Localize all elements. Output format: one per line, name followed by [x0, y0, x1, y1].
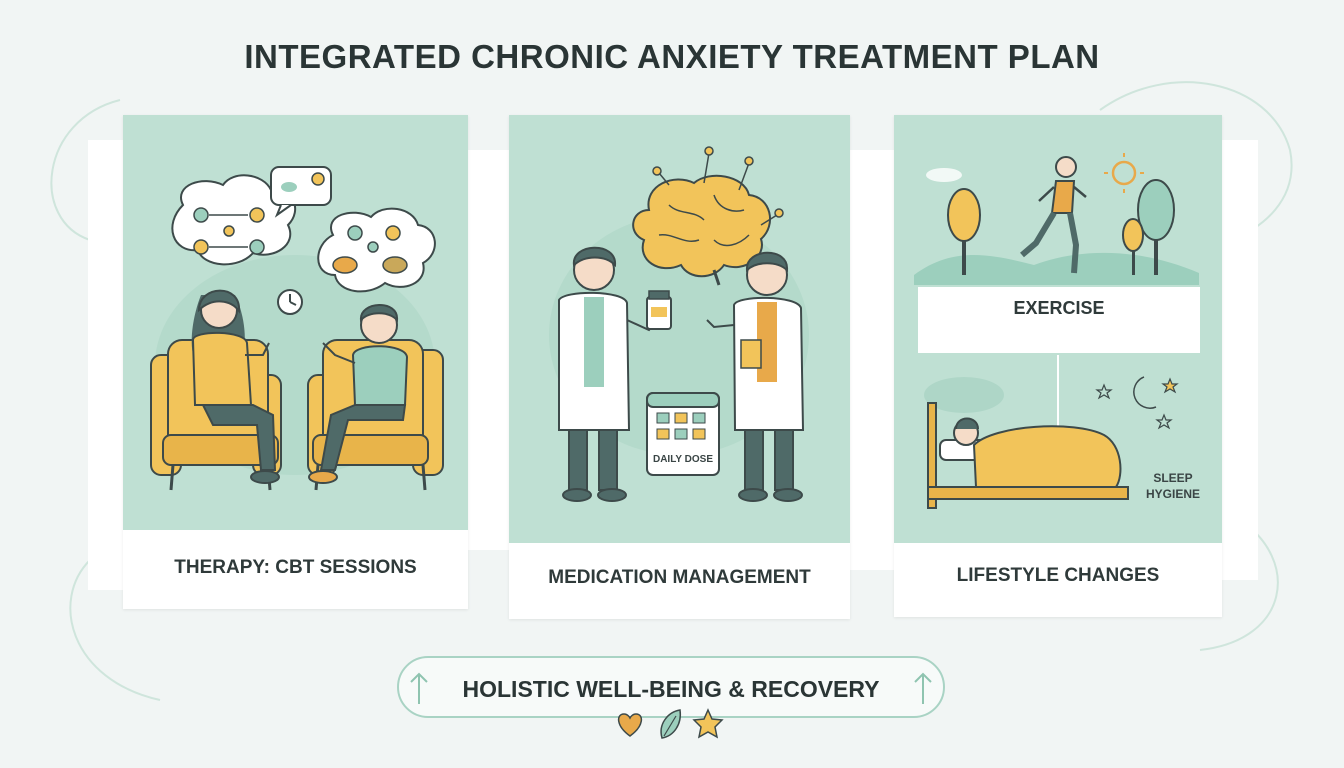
clock-icon: [277, 289, 303, 315]
therapy-illustration: [123, 115, 468, 530]
medication-label: MEDICATION MANAGEMENT: [548, 567, 811, 588]
therapist-woman: [191, 289, 280, 484]
medication-illustration: [509, 115, 850, 543]
therapy-label: THERAPY: CBT SESSIONS: [174, 557, 417, 578]
thought-bubble-left: [171, 174, 297, 266]
client-man: [308, 304, 409, 484]
sleep-label-line1: SLEEP: [1153, 471, 1193, 485]
sleep-label-line2: HYGIENE: [1145, 487, 1200, 501]
brain-icon: [632, 146, 784, 286]
runner: [1020, 156, 1087, 274]
page-title: INTEGRATED CHRONIC ANXIETY TREATMENT PLA…: [244, 38, 1100, 75]
doctor-left: [558, 246, 658, 502]
lifestyle-label: LIFESTYLE CHANGES: [956, 565, 1160, 586]
star-icon: [692, 708, 724, 739]
footer-icons: [617, 708, 724, 739]
leaf-icon: [660, 709, 682, 739]
calendar-icon: [646, 392, 720, 476]
heart-icon: [617, 713, 643, 737]
star-icon-small: [1095, 377, 1179, 430]
lifestyle-illustration: [894, 115, 1222, 543]
pill-bottle-icon: [646, 290, 672, 330]
tree-left: [947, 188, 981, 275]
banner-text: HOLISTIC WELL-BEING & RECOVERY: [462, 676, 880, 702]
tree-right: [1122, 179, 1175, 275]
exercise-label: EXERCISE: [1013, 298, 1105, 318]
thought-bubble-right: [317, 207, 436, 293]
medication-panel: DAILY DOSE MEDICATION MANAGEMENT: [509, 115, 850, 619]
therapy-panel: THERAPY: CBT SESSIONS: [123, 115, 468, 609]
doctor-right: [706, 251, 805, 502]
arrow-up-icon: [410, 672, 428, 704]
sleep-hygiene-label: SLEEP HYGIENE: [1138, 470, 1208, 502]
speech-bubble-top: [270, 166, 332, 218]
moon-icon: [1133, 376, 1157, 409]
sun-icon: [1104, 153, 1144, 193]
calendar-label: DAILY DOSE: [652, 454, 714, 465]
lifestyle-panel: EXERCISE SLEEP HYGIENE LIFESTYLE CHANGES: [894, 115, 1222, 617]
arrow-up-icon: [914, 672, 932, 704]
bed-icon: [927, 402, 1129, 509]
